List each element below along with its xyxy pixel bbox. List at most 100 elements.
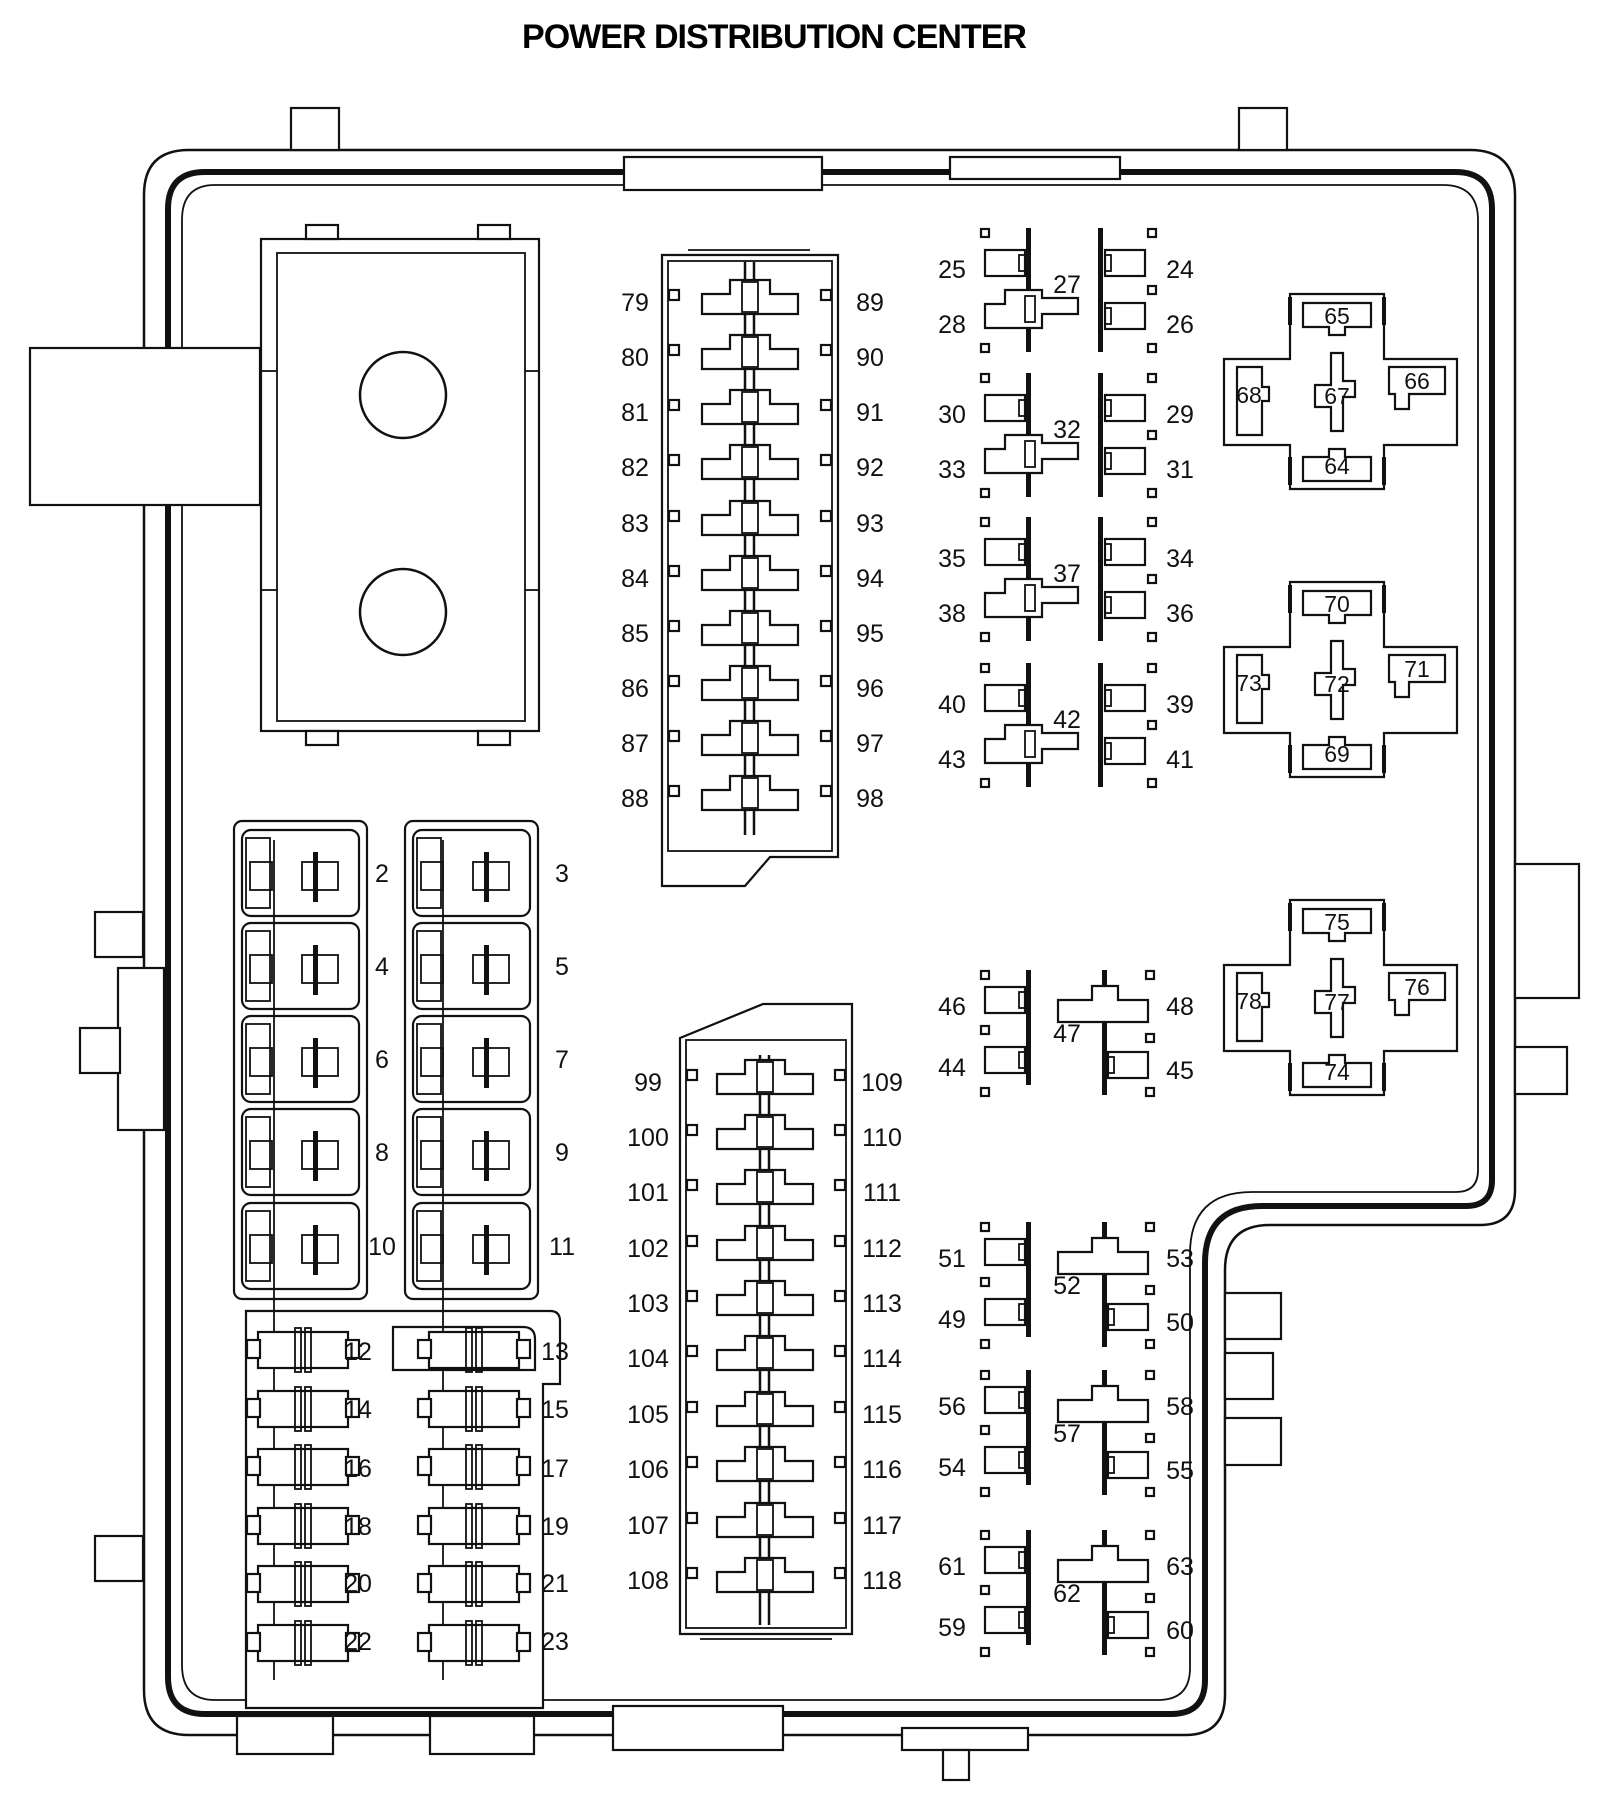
relay-label: 63 <box>1166 1553 1194 1581</box>
cartridge-fuse-slot <box>667 774 833 812</box>
mini-fuse-label: 15 <box>541 1396 569 1424</box>
large-fuse-label: 11 <box>549 1233 575 1261</box>
large-fuse-cavity <box>411 828 532 918</box>
relay-label: 61 <box>938 1553 966 1581</box>
lower-cartridge-fuse-block <box>678 1002 854 1640</box>
relay-label: 58 <box>1166 1393 1194 1421</box>
mini-fuse-label: 12 <box>344 1338 372 1366</box>
large-fuse-label: 8 <box>375 1139 389 1167</box>
cartridge-fuse-label: 114 <box>862 1345 902 1373</box>
iso-relay-label: 64 <box>1324 453 1350 479</box>
cartridge-fuse-slot <box>667 664 833 702</box>
cartridge-fuse-slot <box>667 609 833 647</box>
cartridge-fuse-label: 82 <box>621 454 649 482</box>
cartridge-fuse-slot <box>685 1113 847 1151</box>
cartridge-fuse-label: 113 <box>862 1290 902 1318</box>
cartridge-fuse-slot <box>685 1501 847 1539</box>
large-fuse-label: 10 <box>368 1233 396 1261</box>
large-fuse-cavity <box>411 921 532 1011</box>
relay-label: 35 <box>938 545 966 573</box>
relay-label: 47 <box>1053 1020 1081 1048</box>
large-fuse-label: 7 <box>555 1046 569 1074</box>
housing <box>28 106 1581 1782</box>
mini-relay <box>979 516 1158 643</box>
relay-label: 32 <box>1053 416 1081 444</box>
large-fuse-label: 4 <box>375 953 389 981</box>
iso-relay-label: 71 <box>1404 656 1430 682</box>
cartridge-fuse-label: 80 <box>621 344 649 372</box>
cartridge-fuse-slot <box>685 1224 847 1262</box>
relay-label: 37 <box>1053 560 1081 588</box>
relay-label: 60 <box>1166 1617 1194 1645</box>
cartridge-fuse-label: 91 <box>856 399 884 427</box>
cartridge-fuse-label: 87 <box>621 730 649 758</box>
cartridge-fuse-label: 96 <box>856 675 884 703</box>
cartridge-fuse-slot <box>667 333 833 371</box>
relay-label: 30 <box>938 401 966 429</box>
cartridge-fuse-label: 97 <box>856 730 884 758</box>
iso-relay <box>1222 292 1459 491</box>
upper-cartridge-fuse-block <box>660 249 840 888</box>
cartridge-fuse-slot <box>685 1390 847 1428</box>
mini-fuse-cavity <box>245 1327 361 1373</box>
relay-label: 26 <box>1166 311 1194 339</box>
large-fuse-cavity <box>240 828 361 918</box>
cartridge-fuse-label: 110 <box>862 1124 902 1152</box>
mini-relay <box>979 372 1158 499</box>
relay-label: 27 <box>1053 271 1081 299</box>
cartridge-fuse-label: 93 <box>856 510 884 538</box>
cartridge-fuse-label: 115 <box>862 1401 902 1429</box>
cartridge-fuse-slot <box>667 499 833 537</box>
mini-fuse-cavity <box>245 1620 361 1666</box>
relay-label: 39 <box>1166 691 1194 719</box>
cartridge-fuse-label: 95 <box>856 620 884 648</box>
mini-fuse-label: 19 <box>541 1513 569 1541</box>
iso-relay <box>1222 580 1459 779</box>
relay-label: 29 <box>1166 401 1194 429</box>
cartridge-fuse-label: 118 <box>862 1567 902 1595</box>
relay-label: 24 <box>1166 256 1194 284</box>
diagram-title: POWER DISTRIBUTION CENTER <box>522 18 1026 56</box>
cartridge-fuse-label: 101 <box>627 1179 669 1207</box>
relay-label: 53 <box>1166 1245 1194 1273</box>
iso-relay-label: 66 <box>1404 368 1430 394</box>
relay-label: 25 <box>938 256 966 284</box>
cartridge-fuse-label: 98 <box>856 785 884 813</box>
cartridge-fuse-label: 106 <box>627 1456 669 1484</box>
cartridge-fuse-label: 79 <box>621 289 649 317</box>
cartridge-fuse-label: 112 <box>862 1235 902 1263</box>
cartridge-fuse-label: 100 <box>627 1124 669 1152</box>
cartridge-fuse-label: 111 <box>863 1179 901 1207</box>
cartridge-fuse-slot <box>685 1058 847 1096</box>
mini-fuse-label: 22 <box>344 1628 372 1656</box>
large-fuse-label: 2 <box>375 860 389 888</box>
cartridge-fuse-label: 108 <box>627 1567 669 1595</box>
cartridge-fuse-label: 81 <box>621 399 649 427</box>
iso-relay-label: 75 <box>1324 909 1350 935</box>
relay-label: 52 <box>1053 1272 1081 1300</box>
cartridge-fuse-label: 83 <box>621 510 649 538</box>
relay-label: 34 <box>1166 545 1194 573</box>
mini-fuse-label: 16 <box>344 1455 372 1483</box>
cartridge-fuse-slot <box>667 443 833 481</box>
cartridge-fuse-label: 117 <box>862 1512 902 1540</box>
large-fuse-cavity <box>411 1014 532 1104</box>
relay-label: 50 <box>1166 1309 1194 1337</box>
relay-label: 62 <box>1053 1580 1081 1608</box>
iso-relay-label: 72 <box>1324 671 1350 697</box>
relay-label: 57 <box>1053 1420 1081 1448</box>
mini-fuse-cavity <box>416 1327 532 1373</box>
relay-label: 42 <box>1053 706 1081 734</box>
cartridge-fuse-label: 86 <box>621 675 649 703</box>
mini-relay <box>979 1529 1156 1658</box>
large-fuse-label: 5 <box>555 953 569 981</box>
iso-relay-label: 67 <box>1324 383 1350 409</box>
iso-relay-label: 73 <box>1236 670 1262 696</box>
cartridge-fuse-label: 92 <box>856 454 884 482</box>
iso-relay-label: 77 <box>1324 989 1350 1015</box>
cartridge-fuse-slot <box>667 719 833 757</box>
cartridge-fuse-slot <box>685 1279 847 1317</box>
relay-label: 49 <box>938 1306 966 1334</box>
relay-label: 48 <box>1166 993 1194 1021</box>
